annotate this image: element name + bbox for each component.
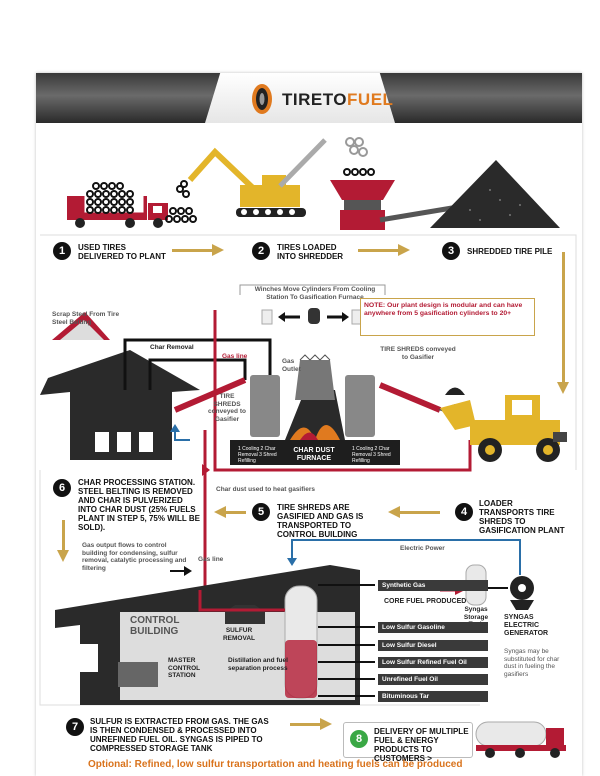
- product-arrows: [318, 584, 375, 697]
- product-gasoline: Low Sulfur Gasoline: [378, 622, 488, 633]
- step-3-number: 3: [442, 242, 460, 260]
- furnace-label: CHAR DUST FURNACE: [293, 447, 335, 462]
- product-refined-fuel-oil: Low Sulfur Refined Fuel Oil: [378, 657, 488, 668]
- tire-logo-icon: [252, 84, 272, 114]
- delivery-tanker-icon: [475, 721, 566, 758]
- step-5-text: TIRE SHREDS ARE GASIFIED AND GAS IS TRAN…: [277, 503, 364, 539]
- flow-arrows-row2: [57, 506, 440, 730]
- optional-note: Optional: Refined, low sulfur transporta…: [88, 759, 463, 770]
- step-7-number: 7: [66, 718, 84, 736]
- left-conveyor: [173, 377, 247, 413]
- synthetic-gas-label: Synthetic Gas: [378, 580, 488, 591]
- step-4-number: 4: [455, 503, 473, 521]
- scrap-steel-label: Scrap Steel From Tire Steel Belting: [52, 311, 120, 326]
- front-loader-icon: [440, 395, 567, 462]
- logo-badge: [205, 73, 395, 123]
- winches-label: Winches Move Cylinders From Cooling Stat…: [254, 286, 376, 301]
- step-4-text: LOADER TRANSPORTS TIRE SHREDS TO GASIFIC…: [479, 499, 565, 535]
- tire-stack-icon: [86, 182, 134, 214]
- sulfur-removal-label: SULFUR REMOVAL: [222, 627, 256, 642]
- generator-label: SYNGAS ELECTRIC GENERATOR: [504, 614, 549, 637]
- electric-power-label: Electric Power: [400, 545, 445, 552]
- gas-line-2-label: Gas line: [198, 556, 224, 563]
- gas-output-label: Gas output flows to control building for…: [82, 542, 187, 572]
- step-2-text: TIRES LOADED INTO SHREDDER: [277, 243, 344, 261]
- control-building-icon: [55, 565, 360, 705]
- char-processing-building-icon: [40, 312, 200, 460]
- cycle-right-label: 1 Cooling 2 Char Removal 3 Shred Refilli…: [352, 446, 391, 464]
- tire-pile-icon: [165, 180, 197, 223]
- char-dust-heat-label: Char dust used to heat gasifiers: [216, 486, 315, 493]
- step-6-number: 6: [53, 479, 71, 497]
- product-bituminous-tar: Bituminous Tar: [378, 691, 488, 702]
- step-3-text: SHREDDED TIRE PILE: [467, 247, 553, 256]
- electric-generator-icon: [510, 576, 534, 610]
- control-building-label: CONTROL BUILDING: [130, 615, 180, 637]
- tire-shreds-right-label: TIRE SHREDS conveyed to Gasifier: [380, 346, 456, 361]
- step-1-number: 1: [53, 242, 71, 260]
- generator-note-label: Syngas may be substituted for char dust …: [504, 648, 560, 678]
- shred-pile-icon: [430, 160, 560, 228]
- step-8-text: DELIVERY OF MULTIPLE FUEL & ENERGY PRODU…: [374, 727, 469, 763]
- step-6-text: CHAR PROCESSING STATION. STEEL BELTING I…: [78, 478, 200, 532]
- distillation-label: Distillation and fuel separation process: [228, 657, 288, 672]
- core-fuel-label: CORE FUEL PRODUCED: [384, 598, 467, 605]
- step-8-number: 8: [350, 730, 368, 748]
- gasification-furnace-icon: [230, 354, 400, 465]
- step-7-text: SULFUR IS EXTRACTED FROM GAS. THE GAS IS…: [90, 717, 269, 753]
- char-removal-label: Char Removal: [150, 344, 194, 351]
- logo-text: TIRETOFUEL: [282, 90, 394, 109]
- master-control-label: MASTER CONTROL STATION: [168, 657, 201, 679]
- modular-note: NOTE: Our plant design is modular and ca…: [360, 298, 535, 336]
- gas-line-label: Gas line: [222, 353, 248, 360]
- step-1-text: USED TIRES DELIVERED TO PLANT: [78, 243, 166, 261]
- char-pipes: [123, 338, 272, 390]
- right-conveyor: [378, 382, 442, 413]
- gas-outlet-label: Gas Outlet: [282, 358, 301, 373]
- product-diesel: Low Sulfur Diesel: [378, 640, 488, 651]
- product-unrefined-fuel-oil: Unrefined Fuel Oil: [378, 674, 488, 685]
- tire-shreds-left-label: TIRE SHREDS conveyed to Gasifier: [208, 393, 246, 423]
- step-5-number: 5: [252, 503, 270, 521]
- crane-loader-icon: [187, 138, 327, 217]
- delivery-box: [343, 722, 473, 758]
- flow-arrows-row1: [172, 244, 569, 394]
- step-2-number: 2: [252, 242, 270, 260]
- electric-power-line: [174, 430, 521, 575]
- cycle-left-label: 1 Cooling 2 Char Removal 3 Shred Refilli…: [238, 446, 277, 464]
